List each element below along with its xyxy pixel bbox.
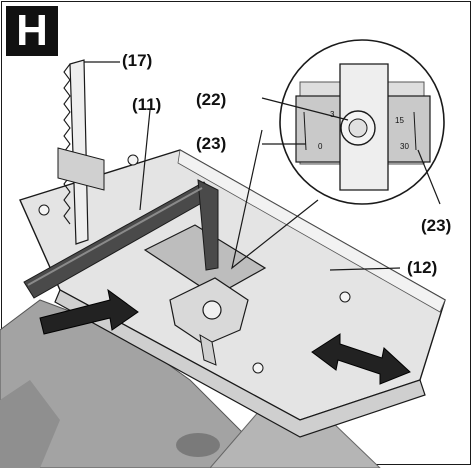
zoom-detail (295, 63, 431, 191)
plate-screw-3 (252, 362, 264, 374)
plate-screw-4 (38, 204, 50, 216)
base-plate-edge (54, 289, 426, 438)
clamp-thread (199, 334, 217, 366)
hex-key-short (197, 179, 219, 271)
leader-12 (329, 267, 401, 271)
saw-blade (69, 59, 89, 245)
scale-mark-right-b: 30 (400, 142, 409, 151)
blade-teeth (63, 63, 71, 225)
housing-side (0, 380, 60, 468)
callout-23-right: (23) (421, 216, 452, 235)
plate-screws (38, 154, 351, 374)
scale-mark-left-a: 0 (318, 142, 323, 151)
blade-holder (57, 147, 105, 191)
tool-housing (0, 299, 261, 468)
callout-17: (17) (122, 51, 153, 70)
panel-letter-badge: H (6, 6, 58, 56)
pull-arrow (39, 288, 139, 335)
scale-mark-right-a: 15 (395, 116, 404, 125)
callout-11: (11) (132, 95, 162, 114)
callout-22: (22) (196, 90, 227, 109)
base-plate-top (177, 149, 446, 313)
housing-vent (176, 433, 220, 457)
plate-screw-1 (127, 154, 139, 166)
adjust-screw-inner (348, 118, 368, 138)
hex-key-highlight (27, 187, 203, 286)
callout-23-left: (23) (196, 134, 227, 153)
scale-mark-left-b: 3 (330, 110, 335, 119)
zoom-cone (231, 129, 319, 270)
leader-lines (84, 61, 441, 271)
double-arrow (311, 333, 411, 385)
leader-11 (139, 109, 151, 211)
leader-23-right (417, 149, 441, 205)
plate-screw-2 (339, 291, 351, 303)
callout-12: (12) (407, 258, 438, 277)
leader-22 (261, 97, 349, 121)
clamp-screw (202, 300, 222, 320)
